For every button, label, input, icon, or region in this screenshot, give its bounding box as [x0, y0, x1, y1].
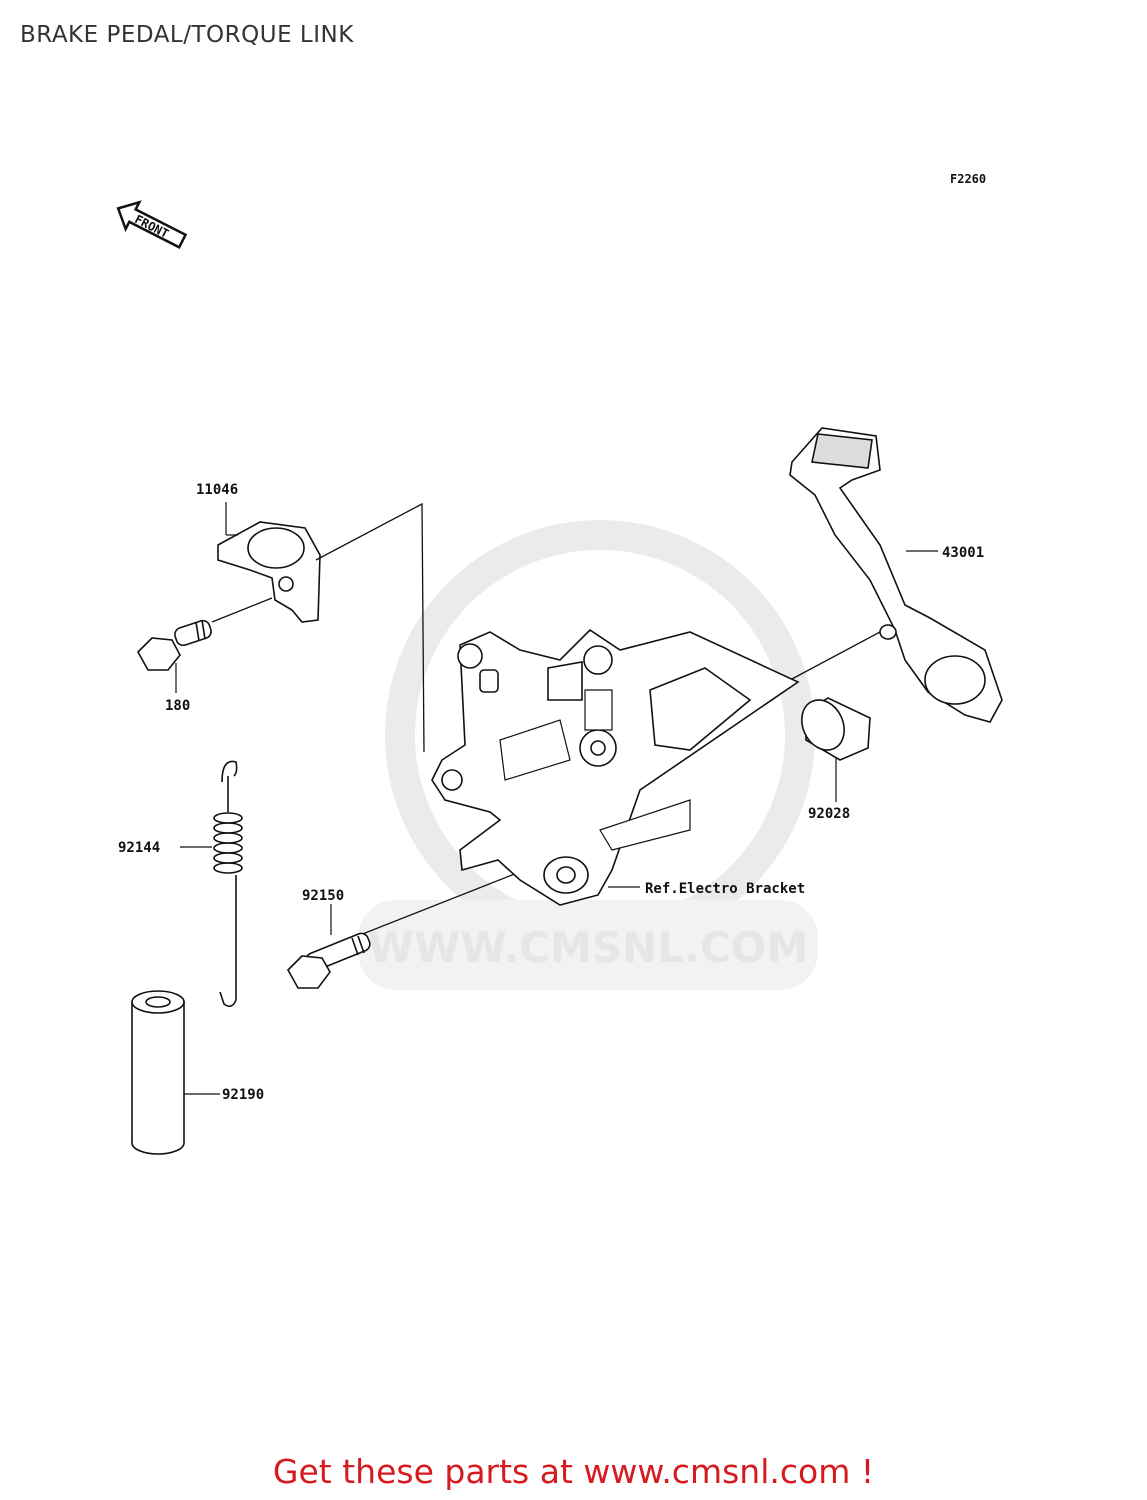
label-ref-electro-bracket: Ref.Electro Bracket: [645, 881, 805, 897]
watermark: WWW.CMSNL.COM: [358, 520, 818, 990]
label-43001: 43001: [942, 545, 984, 561]
part-92150-bolt: [287, 932, 371, 989]
label-92190: 92190: [222, 1087, 264, 1103]
footer-link-text[interactable]: Get these parts at www.cmsnl.com !: [272, 1452, 875, 1491]
part-180-bolt: [137, 619, 212, 671]
watermark-text: WWW.CMSNL.COM: [368, 923, 809, 972]
figure-code: F2260: [950, 172, 987, 186]
label-11046: 11046: [196, 482, 238, 498]
label-92144: 92144: [118, 840, 160, 856]
part-43001-brake-pedal: [789, 427, 1003, 723]
part-92144-spring: [213, 760, 243, 1008]
part-11046-clamp: [217, 521, 321, 623]
label-92028: 92028: [808, 806, 850, 822]
page-title: BRAKE PEDAL/TORQUE LINK: [20, 22, 354, 48]
label-180: 180: [165, 698, 190, 714]
bracket-assembly: [431, 628, 800, 906]
front-arrow-icon: FRONT: [116, 200, 188, 249]
part-92190-collar: [131, 990, 185, 1155]
part-92028-bushing: [801, 697, 871, 761]
label-92150: 92150: [302, 888, 344, 904]
